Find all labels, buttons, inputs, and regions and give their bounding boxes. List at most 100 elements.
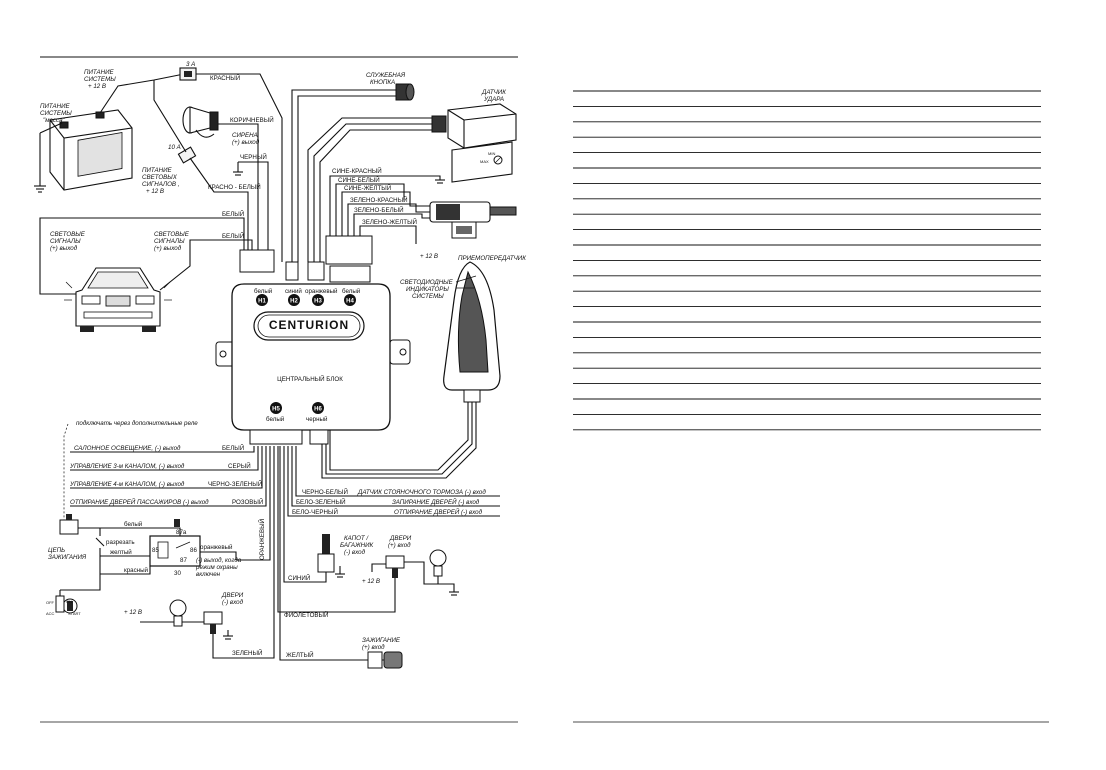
passenger-unlock-wire <box>70 446 267 507</box>
connector-h6-color: черный <box>306 416 328 423</box>
relay-30-label: 30 <box>174 570 181 577</box>
doors-plus-label-1: ДВЕРИ <box>389 535 412 542</box>
black-white-label: ЧЕРНО-БЕЛЫЙ <box>302 488 348 496</box>
brown-wire <box>218 123 259 250</box>
ignition-feed-wire <box>78 527 101 536</box>
orange-wire <box>236 446 271 561</box>
transceiver-cable-1 <box>329 402 469 471</box>
connector-h1-id: H1 <box>258 299 266 305</box>
battery-icon <box>49 109 133 191</box>
green-wire-label: ЗЕЛЕНЫЙ <box>232 649 262 657</box>
door-lock-in-label: ЗАПИРАНИЕ ДВЕРЕЙ (-) вход <box>392 498 480 506</box>
shock-wire-1 <box>307 117 432 262</box>
white-wire-label-2: БЕЛЫЙ <box>222 232 244 240</box>
connector-h6: H6 черный <box>306 402 328 423</box>
violet-wire <box>277 446 396 613</box>
power-system-label-2: СИСТЕМЫ <box>84 76 116 83</box>
connector-h4-id: H4 <box>346 299 354 305</box>
siren-label-2: (+) выход <box>232 139 260 146</box>
connector-h2-id: H2 <box>290 299 298 305</box>
relay-note: подключать через дополнительные реле <box>76 420 198 427</box>
door-switch-minus-icon <box>203 611 233 640</box>
red-white-label: КРАСНО - БЕЛЫЙ <box>208 183 261 191</box>
service-wire-1 <box>291 89 396 262</box>
led-indicators-label-2: ИНДИКАТОРЫ <box>406 286 449 293</box>
connector-h2-plug <box>285 261 299 281</box>
green-white-wire <box>353 213 430 236</box>
transceiver-cable-2 <box>325 402 473 475</box>
ignition-in-label-1: ЗАЖИГАНИЕ <box>362 637 401 644</box>
light-signals-right-1: СВЕТОВЫЕ <box>154 231 190 238</box>
ground-wire <box>39 122 63 134</box>
connector-h5-plug <box>249 429 303 445</box>
light-power-label-1: ПИТАНИЕ <box>142 167 173 174</box>
connector-h1-plug <box>239 249 275 273</box>
led-indicators-label-3: СИСТЕМЫ <box>412 293 444 300</box>
door-unlock-in-wire <box>287 446 500 517</box>
door-lock-in-wire <box>291 446 500 507</box>
relay-orange-wire <box>200 551 237 560</box>
connector-h1: белый H1 <box>254 288 273 306</box>
relay-icon <box>149 535 201 567</box>
green-wire <box>212 446 275 659</box>
white-wire-left-lights <box>39 217 245 295</box>
relay-red-label: красный <box>124 567 149 574</box>
key-on-label: ON <box>66 599 72 604</box>
black-wire-label: ЧЕРНЫЙ <box>240 153 267 161</box>
sens-min-label: MIN <box>488 151 495 156</box>
fuse-3a-label: 3 А <box>186 61 195 68</box>
sens-max-label: MAX <box>480 159 489 164</box>
fuse-10a-icon <box>177 146 197 164</box>
connector-h3-plug <box>307 261 325 281</box>
connector-h3-color: оранжевый <box>305 288 338 295</box>
wiring-diagram: ПИТАНИЕ СИСТЕМЫ + 12 В ПИТАНИЕ СИСТЕМЫ "… <box>34 56 526 723</box>
key-off-label: OFF <box>46 600 55 605</box>
relay-fuse-icon <box>174 519 180 527</box>
green-red-wire <box>347 203 430 236</box>
relay-white-label: белый <box>124 521 143 528</box>
power-wire <box>99 73 185 114</box>
light-power-wire <box>153 80 187 153</box>
shock-sensor-label-2: УДАРА <box>483 96 504 103</box>
power-system-label-3: + 12 В <box>88 83 106 90</box>
green-white-label: ЗЕЛЕНО-БЕЛЫЙ <box>354 206 404 214</box>
light-signals-right-3: (+) выход <box>154 245 182 252</box>
fuse-10a-label: 10 А <box>168 144 181 151</box>
plus-12v-doors-label: + 12 В <box>362 578 380 585</box>
doors-plus-label-2: (+) вход <box>388 542 411 549</box>
ground-label-3: "масса" <box>43 117 66 124</box>
light-signals-left-3: (+) выход <box>50 245 78 252</box>
lock-ground-symbol <box>435 179 445 184</box>
shock-wire-3 <box>319 129 432 262</box>
relay-87a-label: 87а <box>176 529 187 536</box>
interior-light-label: САЛОННОЕ ОСВЕЩЕНИЕ, (-) выход <box>74 445 181 452</box>
blue-white-label: СИНЕ-БЕЛЫЙ <box>338 176 380 184</box>
blue-red-label: СИНЕ-КРАСНЫЙ <box>332 167 382 175</box>
connector-h6-id: H6 <box>314 407 322 413</box>
light-signals-right-2: СИГНАЛЫ <box>154 238 185 245</box>
led-indicators-label-1: СВЕТОДИОДНЫЕ <box>400 279 454 286</box>
white-wire-right-lights <box>159 239 253 291</box>
white-wire-label-1: БЕЛЫЙ <box>222 210 244 218</box>
light-power-label-4: + 12 В <box>146 188 164 195</box>
door-switch-plus-icon <box>385 555 405 578</box>
ignition-in-label-2: (+) вход <box>362 644 385 651</box>
blue-yellow-label: СИНЕ-ЖЕЛТЫЙ <box>344 184 391 192</box>
ignition-chain-label-2: ЗАЖИГАНИЯ <box>48 554 87 561</box>
ignition-switch-icon <box>59 514 79 535</box>
connector-h4-socket <box>329 265 371 283</box>
doors-minus-label-2: (-) вход <box>222 599 244 606</box>
car-front-icon <box>64 267 172 332</box>
interior-light-wire <box>70 446 255 453</box>
handbrake-wire <box>295 446 500 497</box>
relay-cut-label: разрезать <box>106 539 135 546</box>
ground-label-1: ПИТАНИЕ <box>40 103 71 110</box>
siren-label-1: СИРЕНА <box>232 132 258 139</box>
relay-86-label: 86 <box>190 547 197 554</box>
relay-yellow-label: желтый <box>110 549 132 556</box>
notes-lines <box>573 90 1049 723</box>
white-black-label: БЕЛО-ЧЕРНЫЙ <box>292 508 338 516</box>
connector-h4-plug <box>325 235 373 265</box>
central-unit-label: ЦЕНТРАЛЬНЫЙ БЛОК <box>277 375 343 383</box>
handbrake-label: ДАТЧИК СТОЯНОЧНОГО ТОРМОЗА (-) вход <box>357 489 486 496</box>
